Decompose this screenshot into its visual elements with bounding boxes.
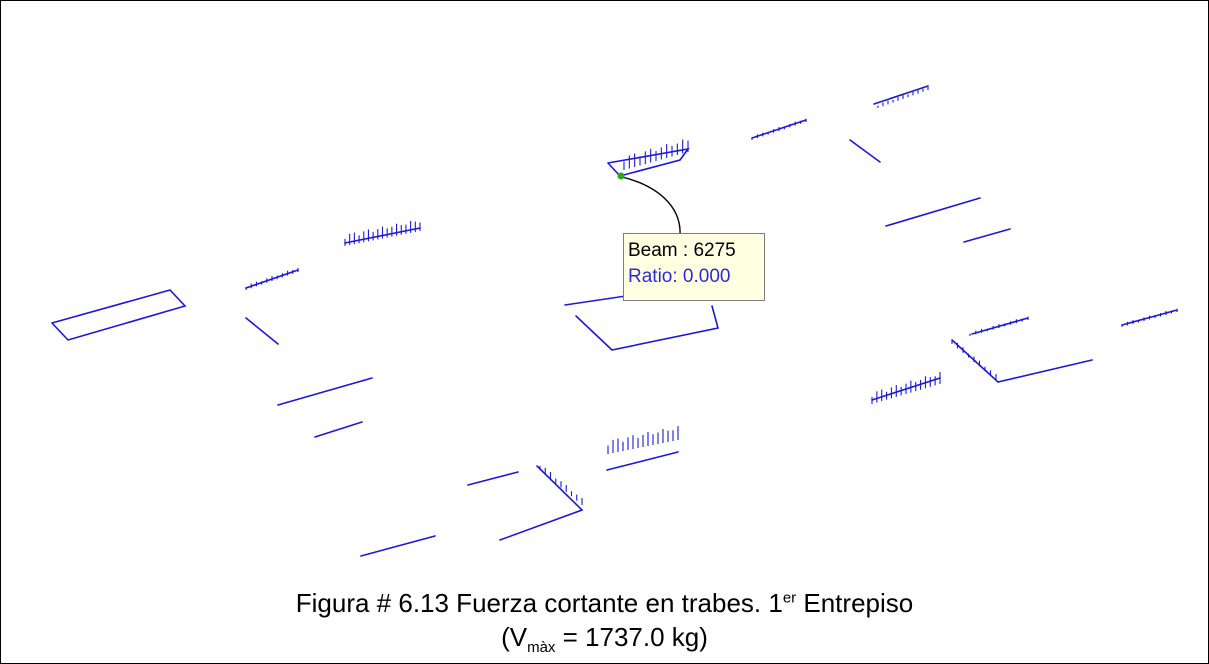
beam-tooltip: Beam : 6275 Ratio: 0.000 [623,233,765,301]
selected-beam-node[interactable] [617,172,625,180]
beam-line[interactable] [360,535,436,557]
vmax-subscript: màx [527,639,556,657]
beam-line[interactable] [885,197,981,227]
beam-line[interactable] [499,465,584,541]
beam-line[interactable] [51,289,187,341]
beam-line[interactable] [963,228,1011,243]
beam-line[interactable] [951,339,1093,383]
tooltip-beam-label: Beam : 6275 [628,240,736,261]
beam-line[interactable] [277,377,373,406]
caption-text: Figura # 6.13 Fuerza cortante en trabes.… [295,588,783,618]
beam-line[interactable] [849,139,881,163]
beam-line[interactable] [971,317,1029,335]
beam-line[interactable] [314,421,363,438]
vmax-open: (V [501,622,528,652]
beam-line[interactable] [606,451,679,471]
caption-text-end: Entrepiso [796,588,914,618]
figure-caption-value: (Vmàx = 1737.0 kg) [0,622,1209,656]
vmax-value: = 1737.0 kg) [555,622,708,652]
tooltip-ratio-label: Ratio: 0.000 [628,266,731,287]
beam-line[interactable] [873,85,929,105]
beam-group [51,85,1178,557]
tooltip-leader-line [621,176,681,237]
beam-line[interactable] [467,471,519,486]
beam-line[interactable] [575,305,719,351]
shear-ticks-group [245,86,1178,505]
figure-caption: Figura # 6.13 Fuerza cortante en trabes.… [0,588,1209,619]
caption-superscript: er [782,589,797,607]
beam-line[interactable] [607,147,690,177]
beam-line[interactable] [245,317,279,345]
